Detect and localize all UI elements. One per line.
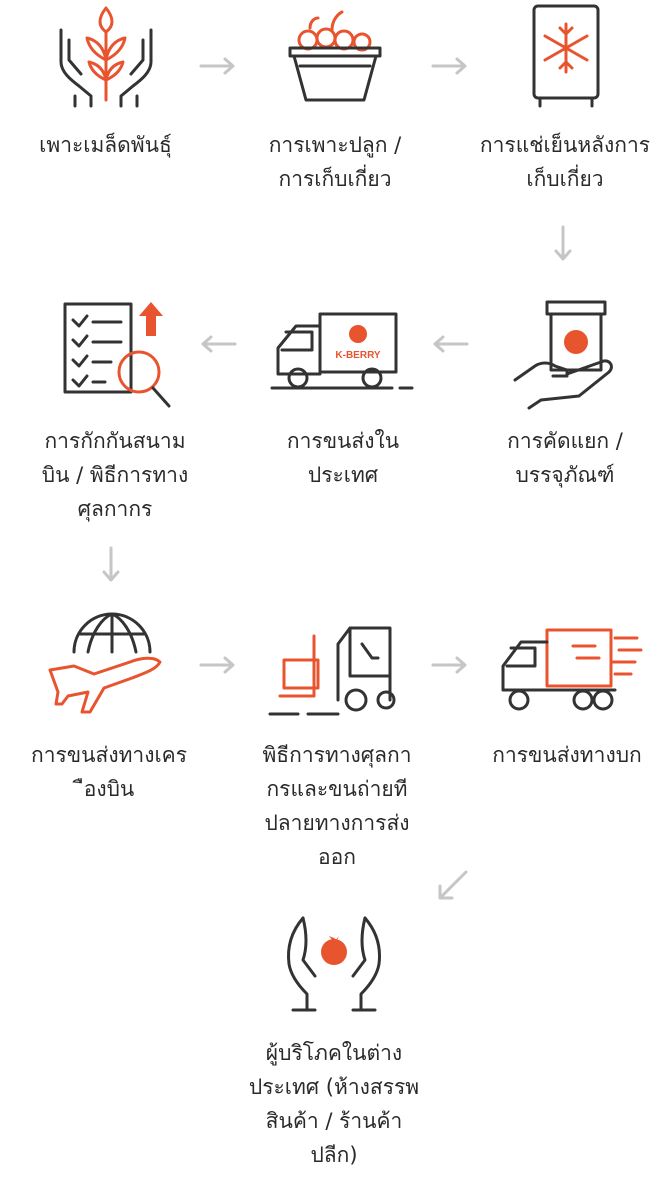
step-land-transport-label: การขนส่งทางบก bbox=[492, 743, 642, 767]
step-destination-customs-label: พิธีการทางศุลกา กรและขนถ่ายที ปลายทางการ… bbox=[262, 743, 412, 869]
step-air-freight-label: การขนส่งทางเคร ืองบิน bbox=[31, 743, 187, 801]
arrow-right-icon bbox=[199, 57, 235, 75]
fast-truck-icon bbox=[501, 628, 643, 711]
step-cooling: การแช่เย็นหลังการ เก็บเกี่ยว bbox=[465, 0, 665, 196]
arrow-left-icon bbox=[201, 335, 237, 353]
arrow-right-icon bbox=[431, 656, 467, 674]
package-in-hand-icon bbox=[513, 300, 613, 410]
step-harvest: การเพาะปลูก / การเก็บเกี่ยว bbox=[250, 0, 420, 196]
checklist-inspection-icon bbox=[63, 302, 171, 408]
harvest-basket-icon bbox=[288, 10, 382, 102]
arrow-down-icon bbox=[554, 225, 572, 261]
step-consumer: ผู้บริโภคในต่าง ประเทศ (ห้างสรรพ สินค้า … bbox=[224, 910, 444, 1172]
forklift-icon bbox=[268, 626, 396, 716]
arrow-left-icon bbox=[433, 335, 469, 353]
step-harvest-label: การเพาะปลูก / การเก็บเกี่ยว bbox=[268, 133, 402, 191]
step-seed-label: เพาะเมล็ดพันธุ์ bbox=[39, 133, 172, 157]
step-air-freight: การขนส่งทางเคร ืองบิน bbox=[14, 608, 204, 806]
airplane-globe-icon bbox=[48, 612, 162, 714]
step-packing: การคัดแยก / บรรจุภัณฑ์ bbox=[478, 296, 652, 492]
arrow-right-icon bbox=[199, 656, 235, 674]
step-seed: เพาะเมล็ดพันธุ์ bbox=[18, 0, 193, 162]
step-land-transport: การขนส่งทางบก bbox=[472, 608, 662, 772]
strawberry-hands-icon bbox=[287, 916, 381, 1012]
delivery-truck-icon: K-BERRY bbox=[270, 312, 414, 390]
step-domestic-transport: K-BERRY การขนส่งใน ประเทศ bbox=[256, 296, 430, 492]
step-cooling-label: การแช่เย็นหลังการ เก็บเกี่ยว bbox=[479, 133, 651, 191]
arrow-down-icon bbox=[102, 546, 120, 582]
freezer-icon bbox=[532, 4, 600, 108]
plant-in-hands-icon bbox=[59, 6, 152, 108]
step-destination-customs: พิธีการทางศุลกา กรและขนถ่ายที ปลายทางการ… bbox=[244, 608, 430, 874]
step-domestic-transport-label: การขนส่งใน ประเทศ bbox=[286, 429, 400, 487]
arrow-down-left-icon bbox=[438, 870, 468, 900]
step-inspection-label: การกักกันสนาม บิน / พิธีการทาง ศุลกากร bbox=[41, 429, 189, 521]
step-consumer-label: ผู้บริโภคในต่าง ประเทศ (ห้างสรรพ สินค้า … bbox=[248, 1041, 420, 1167]
step-inspection: การกักกันสนาม บิน / พิธีการทาง ศุลกากร bbox=[20, 296, 210, 526]
arrow-right-icon bbox=[431, 57, 467, 75]
truck-brand-text: K-BERRY bbox=[335, 350, 381, 361]
step-packing-label: การคัดแยก / บรรจุภัณฑ์ bbox=[507, 429, 623, 487]
